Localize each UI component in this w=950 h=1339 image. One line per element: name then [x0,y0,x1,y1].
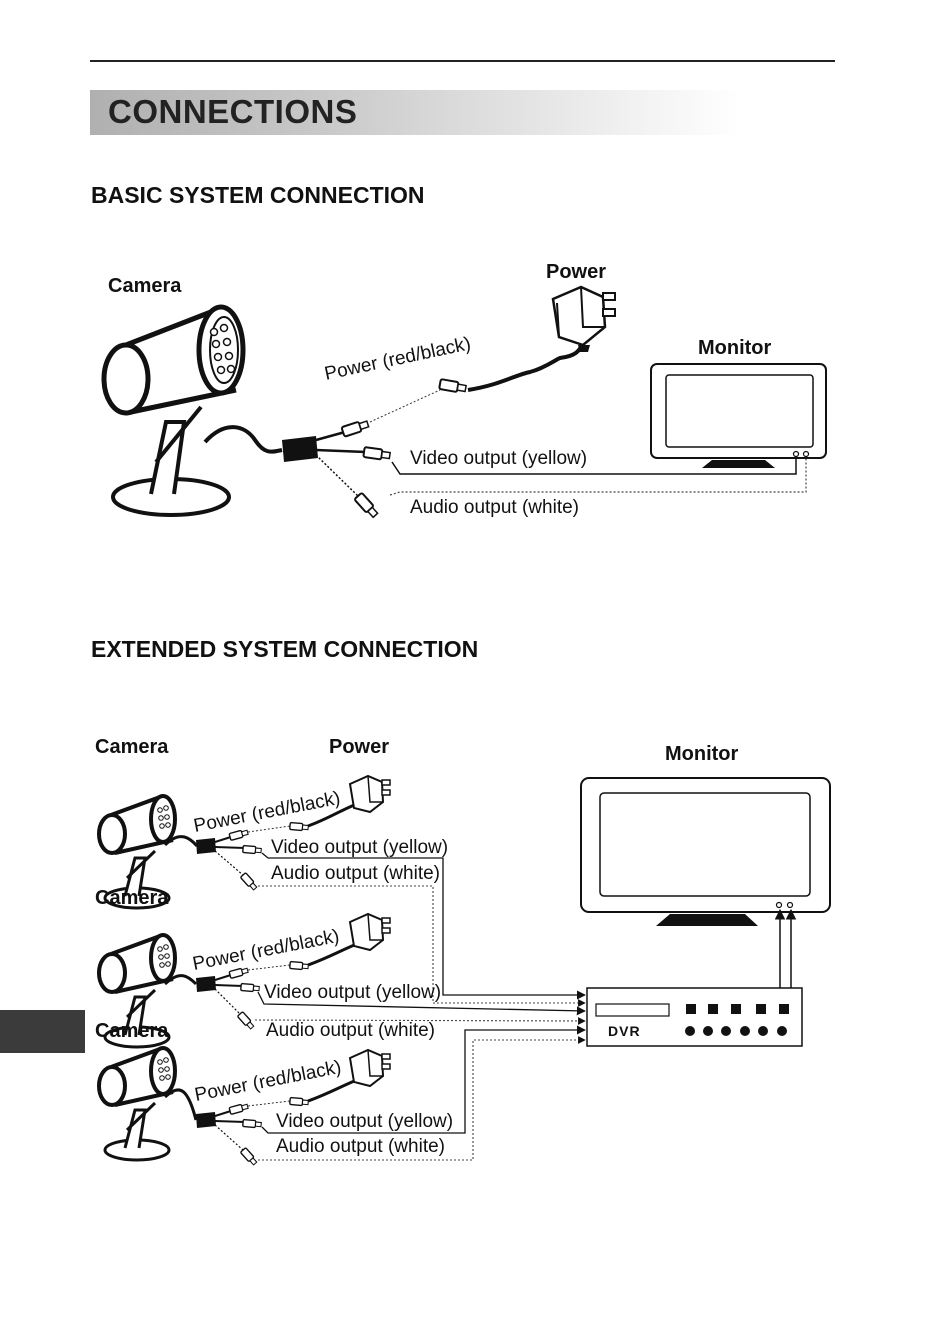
extended-camera-3-power-cable: Power (red/black) [193,1057,343,1106]
extended-camera-3-video-cable: Video output (yellow) [276,1111,453,1132]
extended-power-label: Power [329,736,389,758]
extended-power-adapter-1-icon [349,775,391,813]
basic-camera-icon [104,307,244,515]
basic-audio-cable-label: Audio output (white) [410,497,579,518]
basic-section-title: BASIC SYSTEM CONNECTION [91,182,425,208]
basic-camera-label: Camera [108,275,182,297]
extended-monitor-icon [580,777,831,926]
dvr-unit-icon [586,987,803,1047]
extended-camera-3-icon [97,1046,177,1162]
basic-monitor-icon [650,363,827,468]
side-tab [0,1010,85,1053]
extended-camera-1-power-cable: Power (red/black) [192,788,342,837]
extended-camera-2-video-cable: Video output (yellow) [264,982,441,1003]
extended-camera-3-label: Camera [95,1020,169,1042]
extended-camera-2-audio-cable: Audio output (white) [266,1020,435,1041]
dvr-label: DVR [608,1023,641,1039]
extended-camera-1-audio-cable: Audio output (white) [271,863,440,884]
extended-camera-3-audio-cable: Audio output (white) [276,1136,445,1157]
basic-power-plug-icon [340,418,371,438]
header-rule [90,60,835,62]
basic-power-socket-icon [438,378,468,395]
extended-power-adapter-3-icon [349,1049,391,1087]
page-title: CONNECTIONS [108,93,358,130]
extended-camera-2-power-cable: Power (red/black) [191,926,341,975]
extended-camera-1-label: Camera [95,736,169,758]
basic-audio-plug-icon [353,491,381,520]
basic-video-cable-label: Video output (yellow) [410,448,587,469]
basic-junction-box [282,436,318,462]
basic-power-cable-label: Power (red/black) [323,333,473,384]
basic-video-plug-icon [362,446,392,462]
extended-camera-1-video-cable: Video output (yellow) [271,837,448,858]
basic-monitor-label: Monitor [698,337,772,359]
basic-power-label: Power [546,261,606,283]
title-banner: CONNECTIONS [90,90,740,135]
extended-camera-2-label: Camera [95,887,169,909]
extended-monitor-label: Monitor [665,743,739,765]
basic-power-adapter-icon [551,285,617,347]
extended-power-adapter-2-icon [349,913,391,951]
extended-section-title: EXTENDED SYSTEM CONNECTION [91,636,479,662]
